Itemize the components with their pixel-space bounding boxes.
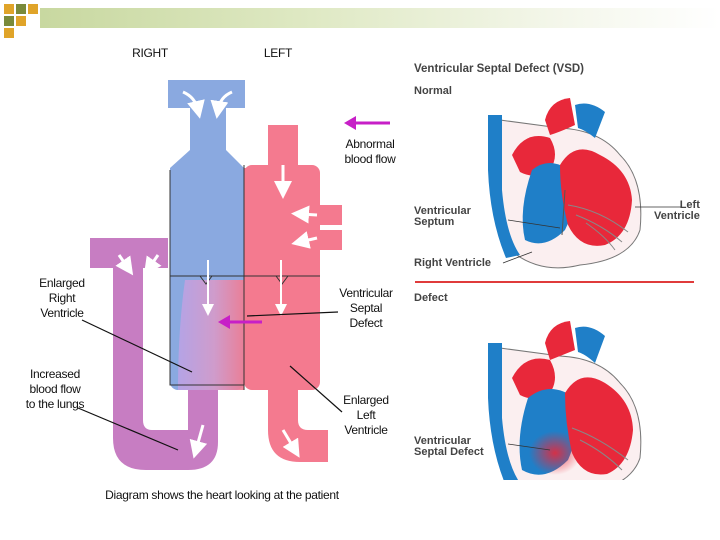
abnormal-flow-arrow [344, 116, 390, 130]
vsd-heart-illustrations [415, 98, 694, 480]
aorta-outlet [268, 390, 328, 462]
corner-square [4, 16, 14, 26]
label-enlarged-lv: Enlarged Left Ventricle [343, 393, 389, 437]
left-atrium-inlet [244, 125, 318, 175]
corner-square [16, 16, 26, 26]
normal-heading: Normal [414, 85, 452, 97]
mixed-blood-region [178, 280, 244, 390]
label-ventricular-septal-defect: Ventricular Septal Defect [414, 435, 484, 458]
diagram-caption: Diagram shows the heart looking at the p… [105, 488, 339, 502]
defect-highlight [529, 431, 581, 475]
corner-square [4, 28, 14, 38]
label-left: LEFT [263, 46, 293, 60]
leader-enlarged-lv [289, 365, 343, 413]
corner-square [16, 4, 26, 14]
corner-square [4, 4, 14, 14]
label-ventricular-septum: Ventricular Septum [414, 205, 471, 228]
label-increased-flow: Increased blood flow to the lungs [25, 367, 85, 411]
pulmonary-vein-top [318, 205, 342, 225]
defect-heart-illustration [488, 321, 642, 480]
label-right: RIGHT [132, 46, 168, 60]
pulmonary-vein-bottom [318, 230, 342, 250]
leader-vsd [246, 311, 339, 317]
label-left-ventricle: Left Ventricle [654, 199, 700, 222]
label-enlarged-rv: Enlarged Right Ventricle [39, 276, 85, 320]
label-right-ventricle: Right Ventricle [414, 257, 492, 269]
defect-heading: Defect [414, 292, 448, 304]
label-vsd: Ventricular Septal Defect [339, 286, 393, 330]
leader-enlarged-rv [81, 319, 193, 373]
septal-shunt-arrow [218, 315, 262, 329]
slide-corner-decoration [0, 0, 60, 45]
slide-title-bar [40, 8, 720, 28]
label-abnormal-flow: Abnormal blood flow [344, 137, 396, 166]
right-atrium-inlet [168, 80, 245, 175]
corner-square [28, 4, 38, 14]
lung-loop-purple [90, 238, 188, 470]
leader-increased-flow [77, 407, 179, 451]
vsd-title: Ventricular Septal Defect (VSD) [414, 63, 584, 75]
normal-heart-illustration [488, 98, 682, 269]
